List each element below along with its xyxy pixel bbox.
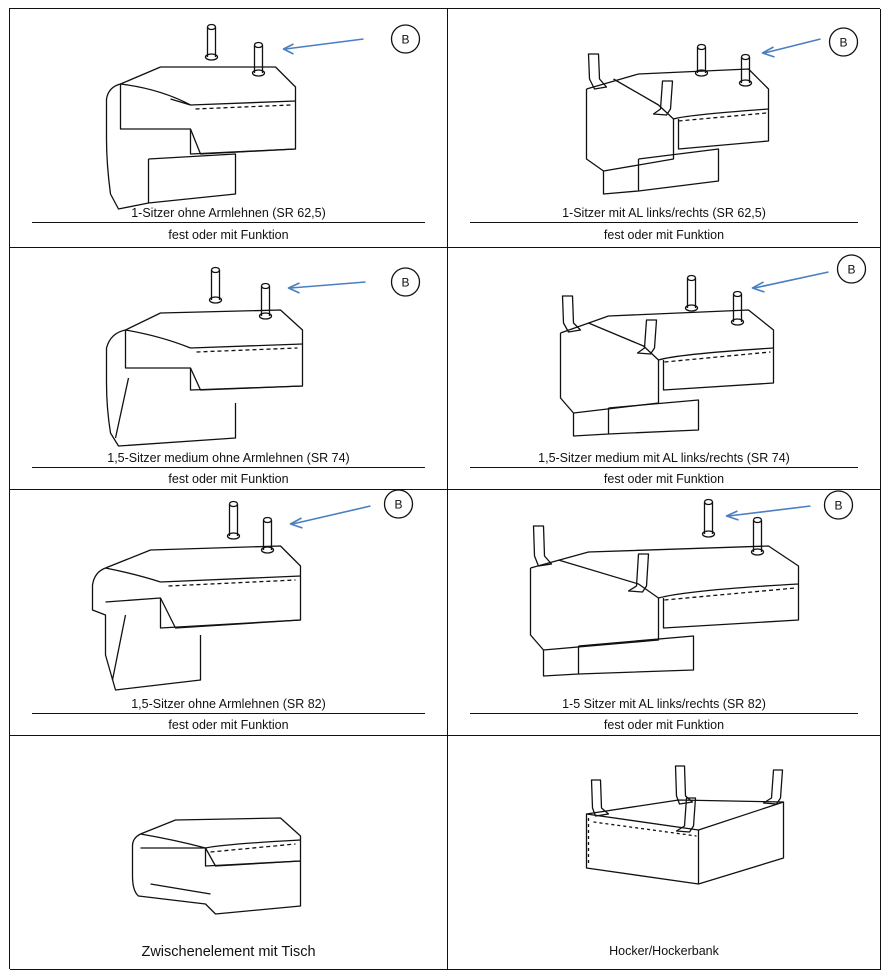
sofa-element-drawing xyxy=(105,23,421,210)
element-subtitle: fest oder mit Funktion xyxy=(168,228,289,242)
cell-1-sitzer-mit-al: B 1-Sitzer mit AL links/rechts (SR 62,5)… xyxy=(448,9,881,248)
armrest-bracket xyxy=(652,80,674,116)
element-title: 1-Sitzer ohne Armlehnen (SR 62,5) xyxy=(32,206,425,223)
armrest-bracket xyxy=(561,295,582,333)
element-subtitle: fest oder mit Funktion xyxy=(603,718,725,732)
sofa-element-drawing xyxy=(105,266,421,447)
mounting-pin xyxy=(260,516,275,554)
mounting-pin xyxy=(738,53,753,87)
badge-b xyxy=(836,254,867,284)
cell-1-sitzer-ohne-armlehnen: B 1-Sitzer ohne Armlehnen (SR 62,5) fest… xyxy=(10,9,448,248)
sofa-element-drawing xyxy=(585,27,859,195)
stool-element-drawing xyxy=(585,765,785,885)
table-element-drawing xyxy=(131,817,302,915)
mounting-pin xyxy=(684,274,699,312)
cell-zwischenelement: Zwischenelement mit Tisch xyxy=(10,736,448,970)
element-title: Zwischenelement mit Tisch xyxy=(141,944,316,960)
badge-b xyxy=(383,490,414,519)
element-title: 1-Sitzer mit AL links/rechts (SR 62,5) xyxy=(470,206,858,223)
armrest-bracket xyxy=(674,765,694,805)
element-subtitle: fest oder mit Funktion xyxy=(603,472,725,486)
cell-1-5-sitzer-medium-mit-al: B 1,5-Sitzer medium mit AL links/rechts … xyxy=(448,248,881,490)
arrow-icon xyxy=(725,505,811,521)
mounting-pin xyxy=(730,290,745,326)
badge-b xyxy=(823,490,854,520)
armrest-bracket xyxy=(636,319,658,355)
mounting-pin xyxy=(750,516,765,556)
arrow-icon xyxy=(761,38,821,58)
armrest-bracket xyxy=(675,797,697,833)
arrow-icon xyxy=(287,281,366,294)
cell-1-5-sitzer-medium-ohne: B 1,5-Sitzer medium ohne Armlehnen (SR 7… xyxy=(10,248,448,490)
sofa-element-drawing xyxy=(91,490,414,691)
element-title: Hocker/Hockerbank xyxy=(609,944,719,958)
element-title: 1,5-Sitzer medium ohne Armlehnen (SR 74) xyxy=(32,451,425,468)
armrest-bracket xyxy=(590,779,610,817)
cell-hocker: Hocker/Hockerbank xyxy=(448,736,881,970)
arrow-icon xyxy=(751,271,829,293)
badge-b xyxy=(390,24,421,54)
sofa-element-drawing xyxy=(529,490,854,677)
element-title: 1,5-Sitzer ohne Armlehnen (SR 82) xyxy=(32,697,425,714)
mounting-pin xyxy=(204,23,219,61)
element-title: 1-5 Sitzer mit AL links/rechts (SR 82) xyxy=(470,697,858,714)
armrest-bracket xyxy=(532,525,553,567)
armrest-bracket xyxy=(587,53,608,90)
mounting-pin xyxy=(694,43,709,77)
element-subtitle: fest oder mit Funktion xyxy=(603,228,725,242)
badge-b xyxy=(390,267,421,297)
mounting-pin xyxy=(701,498,716,538)
element-title: 1,5-Sitzer medium mit AL links/rechts (S… xyxy=(470,451,858,468)
mounting-pin xyxy=(208,266,223,304)
arrow-icon xyxy=(282,38,364,55)
cell-1-5-sitzer-ohne: B 1,5-Sitzer ohne Armlehnen (SR 82) fest… xyxy=(10,490,448,736)
sofa-element-drawing xyxy=(559,254,867,437)
elements-table: B 1-Sitzer ohne Armlehnen (SR 62,5) fest… xyxy=(9,8,881,970)
mounting-pin xyxy=(251,41,266,77)
element-subtitle: fest oder mit Funktion xyxy=(168,718,289,732)
armrest-bracket xyxy=(627,553,650,593)
mounting-pin xyxy=(258,282,273,320)
mounting-pin xyxy=(226,500,241,540)
arrow-icon xyxy=(289,505,371,529)
cell-1-5-sitzer-mit-al: B 1-5 Sitzer mit AL links/rechts (SR 82)… xyxy=(448,490,881,736)
badge-b xyxy=(828,27,859,57)
armrest-bracket xyxy=(762,769,784,805)
element-subtitle: fest oder mit Funktion xyxy=(168,472,289,486)
